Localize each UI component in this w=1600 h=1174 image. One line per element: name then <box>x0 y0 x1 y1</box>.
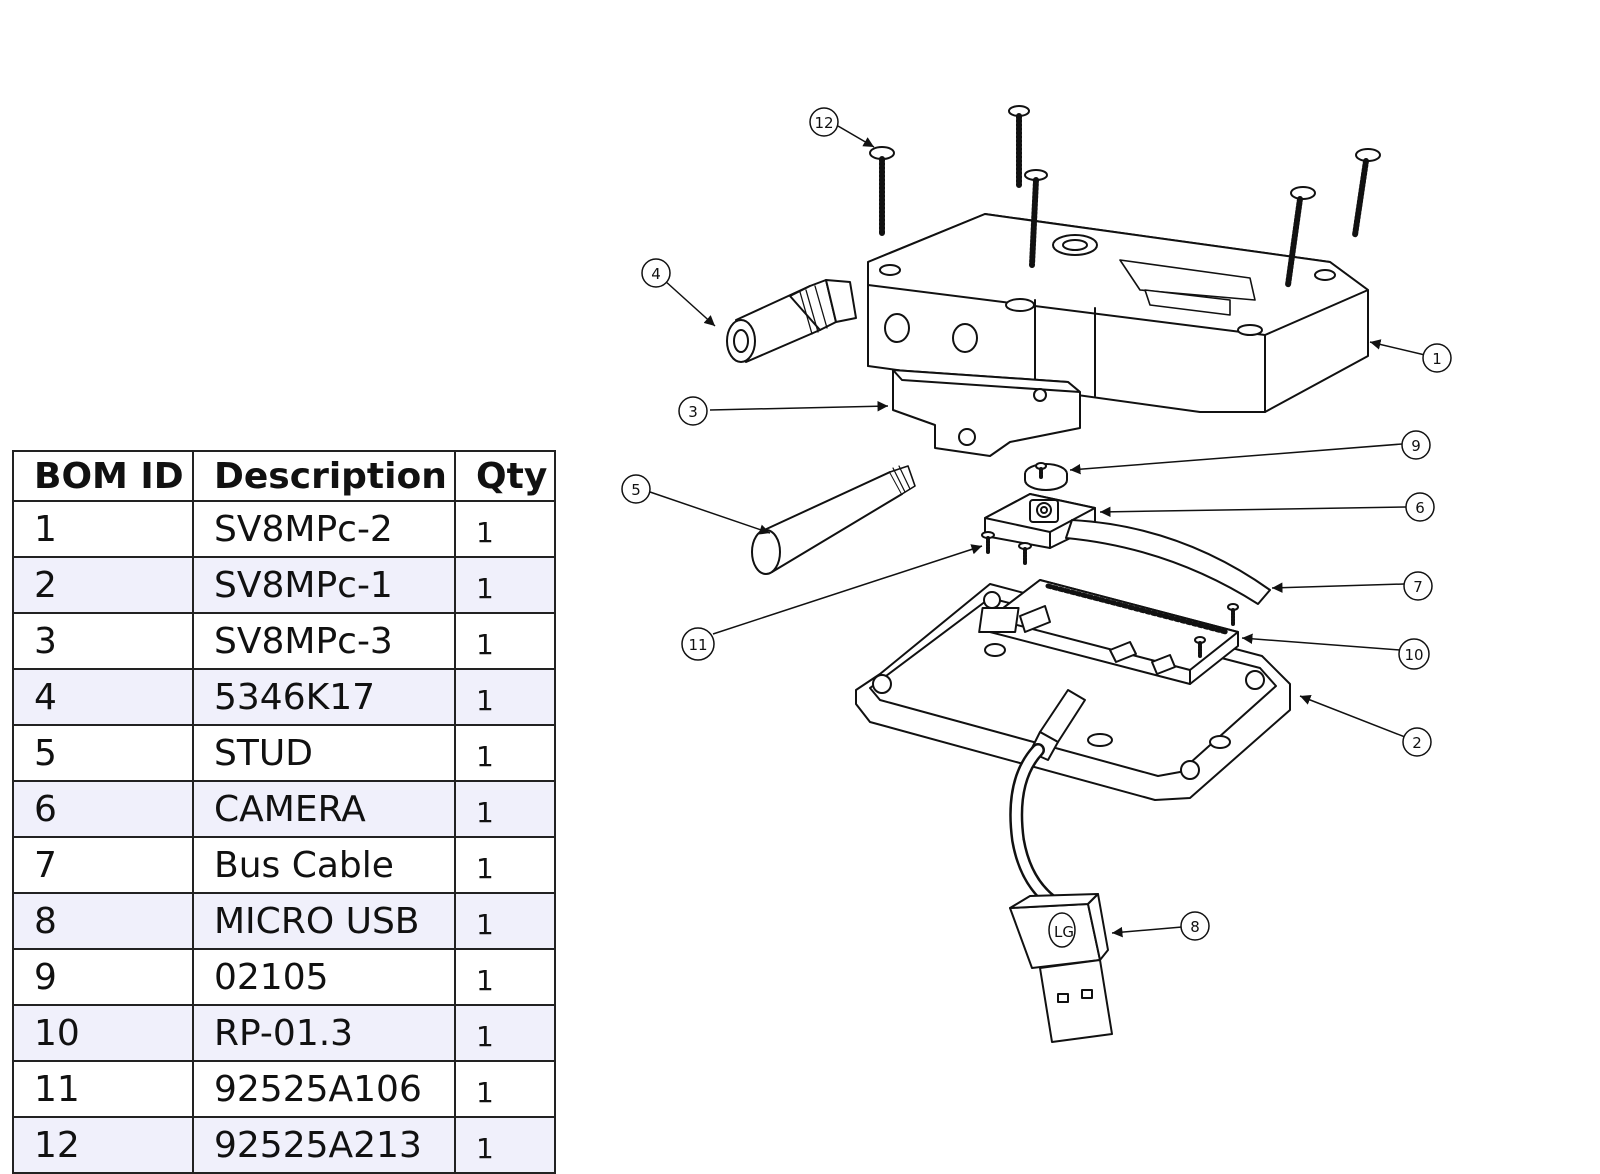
bom-cell-description: 02105 <box>192 948 456 1006</box>
balloon-1: 1 <box>1422 343 1452 373</box>
bom-cell-id: 11 <box>12 1060 194 1118</box>
bom-cell-description: SV8MPc-2 <box>192 500 456 558</box>
bom-cell-id: 7 <box>12 836 194 894</box>
stud-part <box>751 465 916 575</box>
bom-cell-qty: 1 <box>454 556 556 614</box>
svg-text:8: 8 <box>1190 918 1200 936</box>
bom-cell-qty: 1 <box>454 500 556 558</box>
svg-text:7: 7 <box>1413 578 1423 596</box>
svg-text:4: 4 <box>651 265 661 283</box>
bom-header-qty: Qty <box>454 450 556 502</box>
bom-cell-description: SV8MPc-1 <box>192 556 456 614</box>
svg-text:1: 1 <box>1432 350 1442 368</box>
svg-text:3: 3 <box>688 403 698 421</box>
balloon-10: 10 <box>1398 638 1430 670</box>
leader-lines <box>649 125 1426 938</box>
bom-cell-qty: 1 <box>454 780 556 838</box>
svg-text:9: 9 <box>1411 437 1421 455</box>
usb-brand-text: LG <box>1054 923 1074 941</box>
bom-cell-id: 1 <box>12 500 194 558</box>
svg-text:12: 12 <box>814 114 833 132</box>
svg-text:5: 5 <box>631 481 641 499</box>
upper-housing-part <box>867 213 1369 413</box>
bom-cell-qty: 1 <box>454 724 556 782</box>
bom-cell-qty: 1 <box>454 668 556 726</box>
svg-text:10: 10 <box>1404 646 1423 664</box>
bom-cell-id: 2 <box>12 556 194 614</box>
bom-cell-qty: 1 <box>454 612 556 670</box>
bom-cell-qty: 1 <box>454 1004 556 1062</box>
bom-cell-description: 92525A106 <box>192 1060 456 1118</box>
bom-cell-id: 4 <box>12 668 194 726</box>
bom-cell-qty: 1 <box>454 836 556 894</box>
svg-text:6: 6 <box>1415 499 1425 517</box>
balloon-5: 5 <box>621 474 651 504</box>
bom-cell-description: 5346K17 <box>192 668 456 726</box>
bom-cell-id: 10 <box>12 1004 194 1062</box>
hose-barb-part <box>726 279 857 363</box>
balloon-9: 9 <box>1401 430 1431 460</box>
bom-cell-qty: 1 <box>454 948 556 1006</box>
bom-cell-description: RP-01.3 <box>192 1004 456 1062</box>
small-screw-part <box>981 462 1239 658</box>
bom-cell-description: Bus Cable <box>192 836 456 894</box>
bus-cable-part <box>1065 519 1271 605</box>
usb-brand-logo-icon <box>1048 912 1076 948</box>
bom-cell-description: STUD <box>192 724 456 782</box>
bom-header-description: Description <box>192 450 456 502</box>
clamp-block-part <box>892 369 1081 457</box>
long-screw-part <box>869 105 1381 288</box>
balloon-6: 6 <box>1405 492 1435 522</box>
bom-cell-id: 5 <box>12 724 194 782</box>
bom-cell-id: 3 <box>12 612 194 670</box>
coin-cell-part <box>1024 463 1068 491</box>
balloon-11: 11 <box>681 627 715 661</box>
bom-cell-id: 9 <box>12 948 194 1006</box>
bom-header-row: BOM ID Description Qty <box>12 450 556 502</box>
bom-cell-description: MICRO USB <box>192 892 456 950</box>
bom-cell-qty: 1 <box>454 892 556 950</box>
exploded-assembly-drawing: LG 1 2 3 4 5 6 7 8 9 10 11 12 <box>621 105 1452 1043</box>
balloon-2: 2 <box>1402 727 1432 757</box>
svg-text:2: 2 <box>1412 734 1422 752</box>
bom-cell-description: SV8MPc-3 <box>192 612 456 670</box>
bom-cell-id: 8 <box>12 892 194 950</box>
balloon-4: 4 <box>641 258 671 288</box>
balloon-12: 12 <box>809 107 839 137</box>
balloon-3: 3 <box>678 396 708 426</box>
bom-cell-id: 6 <box>12 780 194 838</box>
bom-cell-description: CAMERA <box>192 780 456 838</box>
balloon-8: 8 <box>1180 911 1210 941</box>
svg-text:11: 11 <box>688 636 707 654</box>
bom-cell-qty: 1 <box>454 1060 556 1118</box>
balloon-7: 7 <box>1403 571 1433 601</box>
sbc-board-part <box>978 579 1239 685</box>
bom-header-id: BOM ID <box>12 450 194 502</box>
